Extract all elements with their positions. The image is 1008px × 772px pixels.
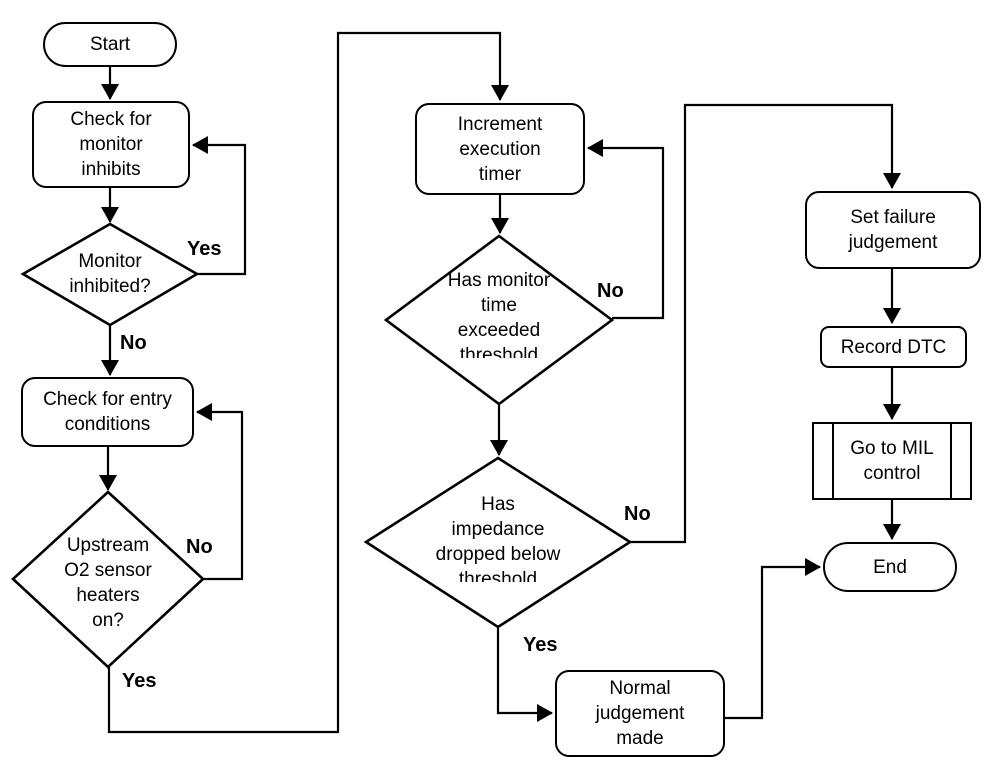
label-monitor-inhibited-yes: Yes — [187, 238, 222, 260]
start-terminator: Start — [43, 22, 177, 67]
predefined-process-go-to-mil-control: Go to MIL control — [812, 422, 972, 500]
process-check-monitor-inhibits: Check for monitor inhibits — [32, 101, 190, 188]
monitor-inhibited-label: Monitor inhibited? — [69, 251, 151, 297]
edge-impedance-yes-to-normal-judgement — [496, 627, 553, 722]
decision-monitor-inhibited-shape — [20, 222, 200, 327]
label-impedance-yes: Yes — [523, 634, 558, 656]
process-record-dtc: Record DTC — [820, 326, 967, 368]
start-label: Start — [89, 34, 131, 55]
edge-normal-judgement-to-end — [725, 558, 821, 720]
edge-o2-heaters-no-loop — [196, 403, 244, 581]
check-monitor-inhibits-label: Check for monitor inhibits — [70, 109, 152, 180]
process-set-failure-judgement: Set failure judgement — [805, 191, 981, 269]
decision-impedance-shape — [363, 456, 633, 629]
decision-upstream-o2-shape — [11, 490, 205, 669]
label-impedance-no: No — [624, 503, 651, 525]
end-label: End — [873, 556, 907, 578]
edge-o2-heaters-yes-to-increment-timer — [107, 31, 509, 734]
process-check-entry-conditions: Check for entry conditions — [21, 377, 194, 447]
end-terminator: End — [823, 542, 957, 592]
label-monitor-time-no: No — [597, 280, 624, 302]
increment-timer-label: Increment execution timer — [457, 113, 543, 185]
record-dtc-label: Record DTC — [840, 336, 947, 358]
label-upstream-o2-yes: Yes — [122, 670, 157, 692]
edge-impedance-no-to-set-failure — [630, 103, 901, 544]
process-increment-timer: Increment execution timer — [415, 103, 585, 195]
check-entry-conditions-label: Check for entry conditions — [43, 389, 172, 435]
go-to-mil-control-label: Go to MIL control — [850, 438, 934, 484]
impedance-dropped-label: Has impedance dropped below threshold — [435, 494, 561, 582]
upstream-o2-heaters-label: Upstream O2 sensor heaters on? — [64, 535, 152, 631]
edge-monitor-time-no-loop — [587, 139, 665, 320]
decision-monitor-time-shape — [383, 234, 615, 406]
process-normal-judgement: Normal judgement made — [555, 670, 725, 757]
monitor-time-exceeded-label: Has monitor time exceeded threshold — [447, 270, 551, 358]
label-upstream-o2-no: No — [186, 536, 213, 558]
edge-monitor-inhibited-yes-loop — [192, 136, 247, 276]
set-failure-judgement-label: Set failure judgement — [848, 207, 938, 253]
label-monitor-inhibited-no: No — [120, 332, 147, 354]
normal-judgement-label: Normal judgement made — [595, 678, 685, 749]
